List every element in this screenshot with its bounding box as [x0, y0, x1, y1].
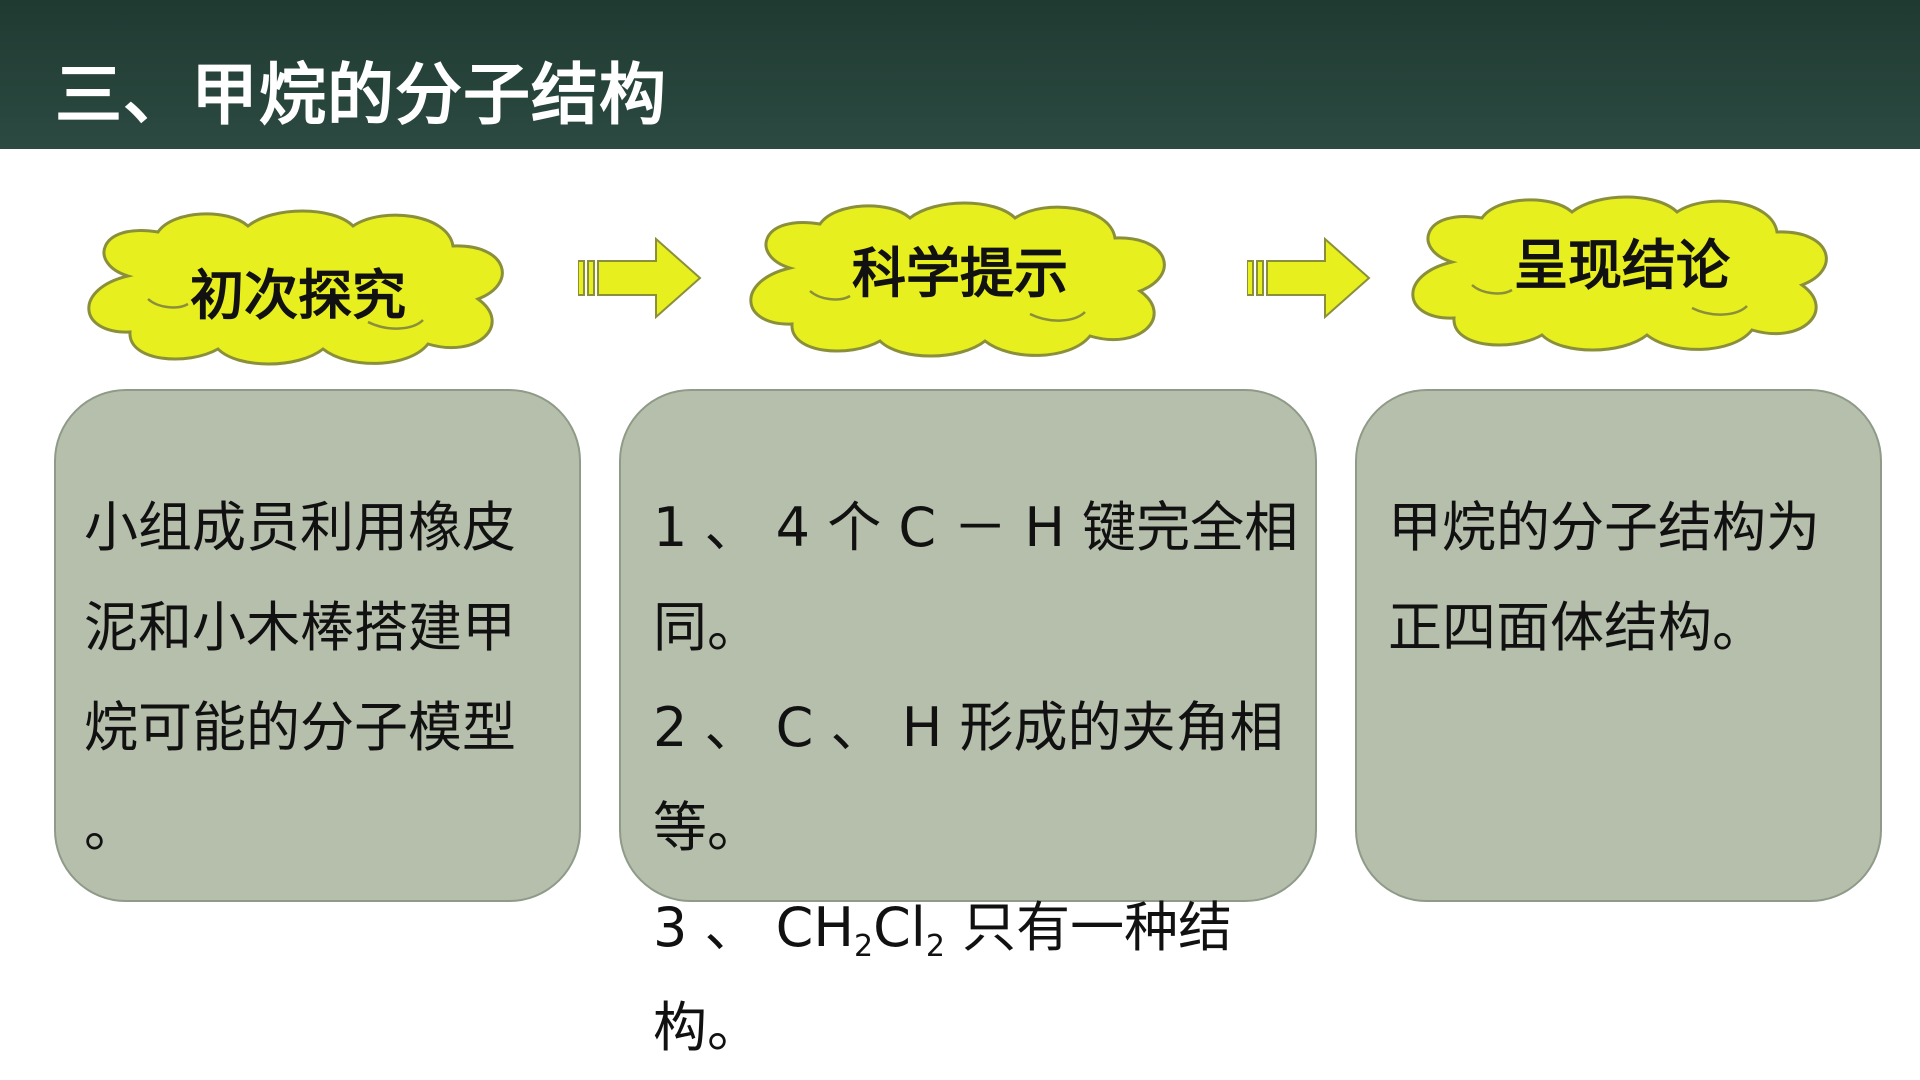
hint-3-sub-2: 2: [925, 929, 945, 964]
text-line: 烷可能的分子模型: [84, 696, 516, 759]
text-line: 小组成员利用橡皮: [84, 496, 516, 559]
hint-3-prefix: 3 、 CH: [653, 896, 854, 959]
hint-3-line-1: 3 、 CH2Cl2 只有一种结: [653, 878, 1298, 978]
card-explore-text: 小组成员利用橡皮 泥和小木棒搭建甲 烷可能的分子模型 。: [84, 478, 516, 878]
hint-2-line-1: 2 、 C 、 H 形成的夹角相: [653, 696, 1284, 759]
cloud-shape-icon: [87, 209, 504, 366]
header-bar: [0, 0, 1920, 149]
text-line: 。: [84, 796, 138, 859]
cloud-step-explore: 初次探究: [68, 204, 528, 370]
slide-title: 三、甲烷的分子结构: [55, 56, 667, 134]
cloud-step-conclusion: 呈现结论: [1392, 190, 1852, 356]
cloud-label-hints: 科学提示: [852, 242, 1068, 305]
cloud-label-conclusion: 呈现结论: [1514, 234, 1730, 297]
hint-3-suffix: 只有一种结: [944, 896, 1233, 959]
card-hints: [619, 389, 1317, 902]
card-conclusion-text: 甲烷的分子结构为 正四面体结构。: [1388, 478, 1820, 678]
hint-3-mid: Cl: [873, 896, 926, 959]
card-explore: [54, 389, 581, 902]
hint-3-sub-1: 2: [854, 929, 874, 964]
text-line: 甲烷的分子结构为: [1388, 496, 1820, 559]
hint-1-line-1: 1 、 4 个 C － H 键完全相: [653, 496, 1299, 559]
hint-2-line-2: 等。: [653, 796, 761, 859]
hint-3-line-2: 构。: [653, 996, 761, 1059]
right-arrow-icon: [1247, 237, 1371, 319]
cloud-shape-icon: [749, 201, 1166, 358]
text-line: 正四面体结构。: [1388, 596, 1766, 659]
cloud-label-explore: 初次探究: [190, 264, 406, 327]
right-arrow-icon: [578, 237, 702, 319]
card-hints-text: 1 、 4 个 C － H 键完全相 同。 2 、 C 、 H 形成的夹角相 等…: [653, 478, 1298, 1078]
text-line: 泥和小木棒搭建甲: [84, 596, 516, 659]
card-conclusion: [1355, 389, 1882, 902]
cloud-shape-icon: [1411, 195, 1828, 352]
hint-1-line-2: 同。: [653, 596, 761, 659]
cloud-step-hints: 科学提示: [730, 196, 1190, 362]
